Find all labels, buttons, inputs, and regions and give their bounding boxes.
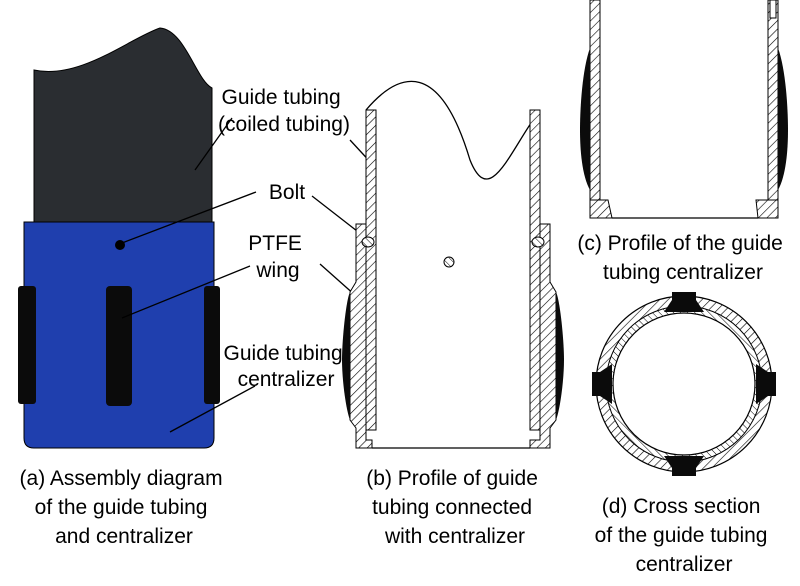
label-ptfe-line2: wing [255,259,299,282]
caption-d-line3: centralizer [636,553,733,576]
caption-c-line1: (c) Profile of the guide [577,232,782,255]
caption-d-line2: of the guide tubing [595,524,768,547]
leader-b-wing [319,263,357,297]
caption-a-line3: and centralizer [55,525,193,548]
label-ptfe-line1: PTFE [248,232,302,255]
ring-inner [612,312,756,456]
tubing-wall-right [529,109,541,431]
caption-c: (c) Profile of the guide tubing centrali… [577,232,788,284]
label-guide-tubing-line2: (coiled tubing) [218,113,350,136]
label-ptfe-wing: PTFE wing [248,232,308,282]
caption-c-line2: tubing centralizer [603,261,763,284]
bolt-hole-center [443,256,455,268]
label-guide-tubing-line1: Guide tubing [222,86,341,109]
label-guide-centralizer: Guide tubing centralizer [224,342,349,391]
label-centralizer-line1: Guide tubing [224,342,343,365]
caption-b-line3: with centralizer [384,525,525,548]
label-bolt-line1: Bolt [269,181,305,204]
c-wall-right [767,0,779,219]
c-foot-left [589,199,613,219]
wing-right [756,364,776,404]
c-cap-right-top [769,0,777,19]
tubing-outline-curve [365,80,541,180]
wing-section-right [556,292,564,420]
caption-a-line2: of the guide tubing [35,496,208,519]
tubing-wall-left [365,109,377,431]
label-bolt: Bolt [269,181,305,204]
leader-ptfe-wing [121,265,251,319]
label-guide-tubing: Guide tubing (coiled tubing) [218,86,350,136]
bolt-section-right [531,236,545,248]
c-wing-left [580,48,590,190]
profile-centralizer [580,0,788,219]
centralizer-wall-right [529,223,557,449]
bolt-dot [115,240,125,250]
cross-section [592,292,776,476]
caption-d-line1: (d) Cross section [602,495,761,518]
profile-guide-tubing [342,80,564,449]
bolt-section-left [361,236,375,248]
c-foot-right [755,199,779,219]
caption-b: (b) Profile of guide tubing connected wi… [366,467,543,548]
leader-bolt [121,191,257,244]
centralizer-wall-left [349,223,373,449]
ptfe-wing-right [204,286,220,404]
caption-a: (a) Assembly diagram of the guide tubing… [20,467,229,548]
c-wing-right [778,48,788,190]
caption-a-line1: (a) Assembly diagram [20,467,223,490]
wing-section-left [342,292,350,420]
leader-guide-tubing [194,117,233,171]
assembly-diagram [18,27,220,449]
caption-b-line2: tubing connected [372,496,532,519]
wing-top [664,292,704,312]
c-wall-left [589,0,601,219]
caption-b-line1: (b) Profile of guide [366,467,538,490]
guide-tubing-body [33,27,213,229]
ptfe-wing-left [18,286,36,404]
ptfe-wing-center [106,286,132,406]
wing-bottom [664,456,704,476]
label-centralizer-line2: centralizer [238,368,335,391]
leader-centralizer [169,385,256,433]
wing-left [592,364,612,404]
caption-d: (d) Cross section of the guide tubing ce… [595,495,774,576]
